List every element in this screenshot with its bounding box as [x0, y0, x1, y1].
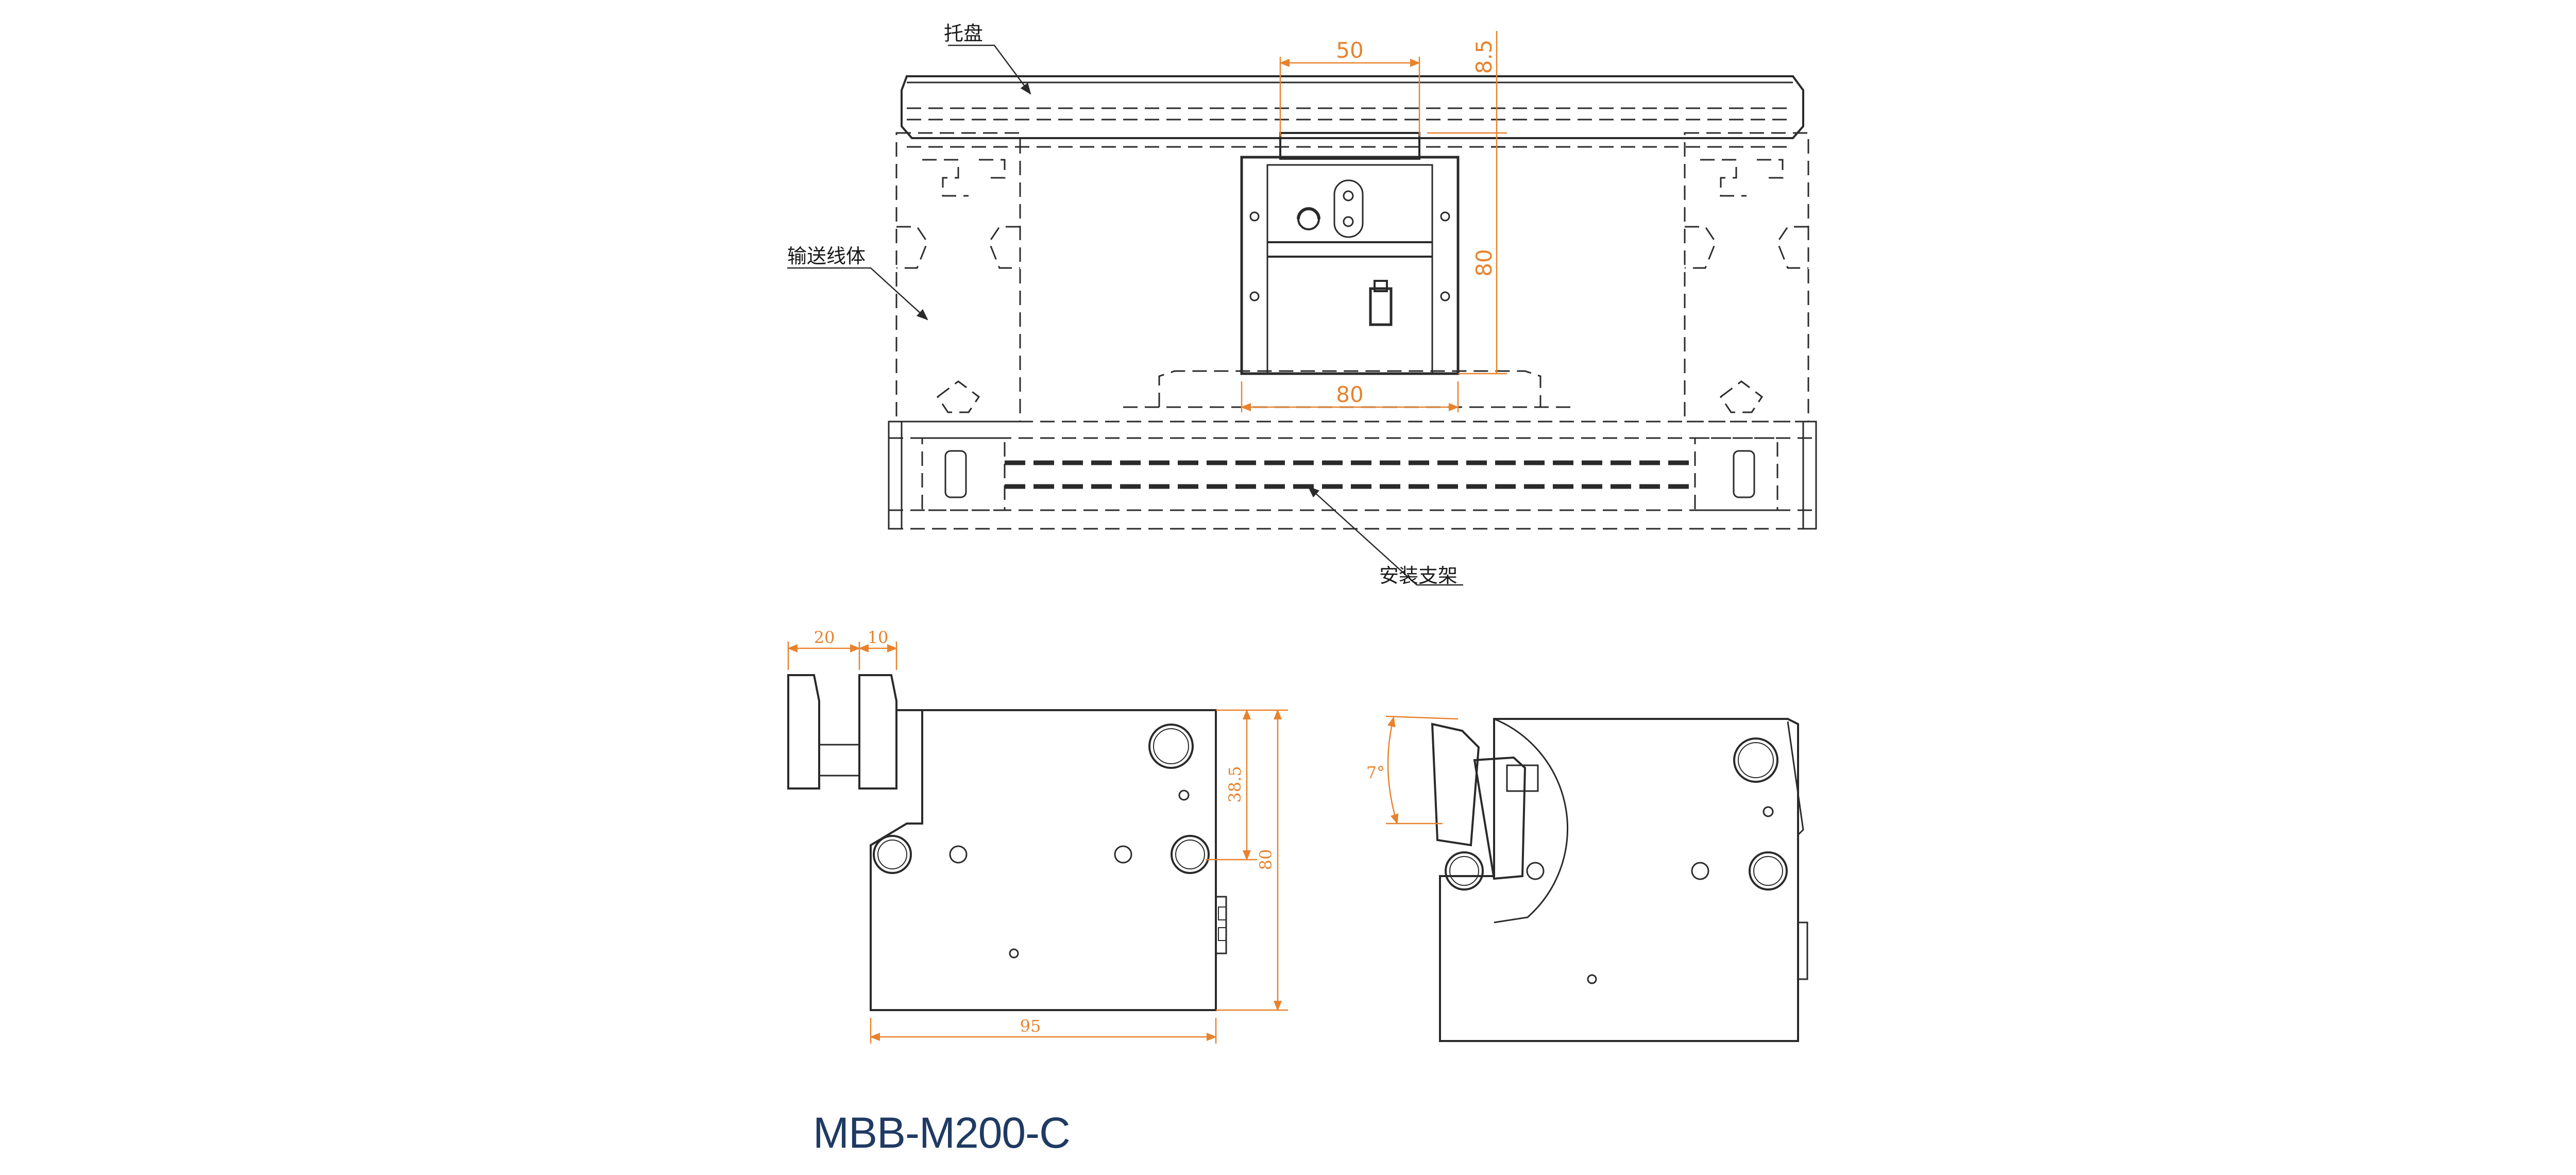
stopper-top-view [1240, 132, 1460, 375]
callout-leaders [787, 44, 1463, 586]
dim-base-width: 80 [1336, 382, 1363, 407]
side-view-left-dimensions [787, 642, 1288, 1044]
tray-hidden-lines [907, 107, 1793, 148]
dim-top-width: 50 [1336, 38, 1363, 63]
dim-tilt-angle: 7° [1366, 763, 1385, 782]
dim-side-upper: 38.5 [1225, 766, 1245, 802]
side-view-right [1431, 718, 1808, 1042]
label-conveyor-body: 输送线体 [787, 245, 866, 267]
model-number: MBB-M200-C [813, 1109, 1071, 1157]
conveyor-body-right [1684, 132, 1809, 423]
side-view-left [787, 674, 1227, 1011]
bracket-ends [888, 421, 1817, 530]
mounting-bracket [888, 421, 1817, 530]
label-mounting-bracket: 安装支架 [1379, 564, 1458, 587]
bracket-slot [1005, 460, 1695, 489]
top-view-dimensions [1241, 31, 1507, 412]
conveyor-body-left [895, 132, 1021, 423]
dim-side-a: 20 [814, 628, 835, 647]
label-tray: 托盘 [944, 22, 983, 45]
top-view [888, 75, 1817, 530]
tray [901, 75, 1804, 139]
dim-top-height: 80 [1471, 249, 1497, 276]
dim-side-b: 10 [868, 628, 889, 647]
dim-side-length: 95 [1020, 1016, 1041, 1036]
dim-top-offset: 8.5 [1471, 40, 1497, 74]
dim-side-height: 80 [1256, 849, 1276, 870]
side-view-right-angle [1385, 715, 1459, 825]
